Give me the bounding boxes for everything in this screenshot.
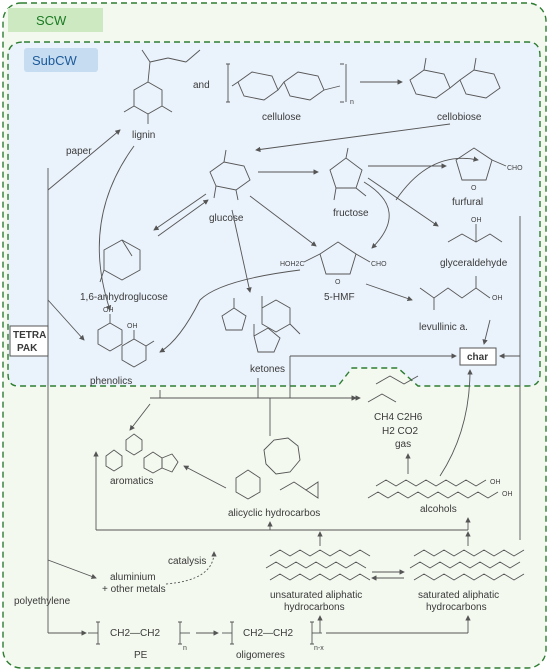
alcohols-structure: OH OH [367, 479, 513, 499]
pe-n: n [183, 645, 187, 652]
oligomeres-label: oligomeres [236, 650, 285, 661]
levulinic-oh: OH [492, 295, 503, 302]
unsat-label-2: hydrocarbons [284, 602, 345, 613]
phenol-oh-2: OH [127, 323, 138, 330]
char-box [459, 347, 497, 366]
ketones-structure [221, 296, 301, 353]
gas-structure [367, 375, 419, 403]
tetra-pak-line1: TETRA [13, 330, 46, 341]
and-label: and [193, 80, 210, 91]
subcw-tag-box [24, 48, 98, 72]
ketones-label: ketones [250, 364, 285, 375]
unsaturated-structure [265, 549, 371, 581]
hmf-label: 5-HMF [324, 292, 355, 303]
glyceraldehyde-structure: OH [447, 217, 503, 243]
reaction-arrows [47, 79, 521, 636]
cellobiose-structure [409, 57, 501, 99]
furfural-cho: CHO [507, 165, 523, 172]
hmf-cho: CHO [371, 261, 387, 268]
alicyclic-structure [235, 437, 319, 500]
subcw-tag: SubCW [32, 53, 78, 68]
pe-label: PE [134, 650, 148, 661]
cellobiose-label: cellobiose [437, 112, 482, 123]
sat-label-1: saturated aliphatic [418, 590, 499, 601]
gas-line2: H2 CO2 [382, 426, 419, 437]
furfural-structure: O CHO [455, 147, 523, 192]
oligomer-nx: n-x [314, 645, 324, 652]
sat-label-2: hydrocarbons [426, 602, 487, 613]
scw-tag: SCW [36, 13, 67, 28]
lignin-label: lignin [132, 130, 155, 141]
cellulose-n: n [350, 99, 354, 106]
aluminium-label-2: + other metals [102, 584, 166, 595]
gas-line1: CH4 C2H6 [374, 412, 423, 423]
saturated-structure [409, 549, 525, 581]
aromatics-structure [105, 433, 179, 474]
alcohol-oh-1: OH [490, 479, 501, 486]
catalysis-label: catalysis [168, 556, 206, 567]
alicyclic-label: alicyclic hydrocarbos [228, 508, 320, 519]
hmf-hoh2c: HOH2C [280, 261, 305, 268]
alcohol-oh-2: OH [502, 491, 513, 498]
scw-tag-box [8, 8, 103, 32]
glucose-label: glucose [209, 213, 244, 224]
fructose-structure [329, 147, 367, 201]
tetra-pak-line2: PAK [17, 343, 38, 354]
tetra-pak-box [9, 325, 49, 357]
glucose-structure [209, 149, 251, 201]
phenol-oh-1: OH [103, 307, 114, 314]
phenolics-label: phenolics [90, 376, 132, 387]
glyceraldehyde-oh: OH [471, 217, 482, 224]
glyceraldehyde-label: glyceraldehyde [440, 258, 508, 269]
lignin-structure [123, 49, 201, 124]
paper-label: paper [66, 146, 92, 157]
anhydroglucose-label: 1,6-anhydroglucose [80, 292, 168, 303]
aromatics-label: aromatics [110, 476, 153, 487]
alcohols-label: alcohols [420, 504, 457, 515]
cellulose-label: cellulose [262, 112, 301, 123]
char-label: char [467, 352, 488, 363]
hmf-structure: HOH2C CHO O [280, 241, 387, 286]
polyethylene-label: polyethylene [14, 596, 71, 607]
hmf-o: O [335, 279, 341, 286]
furfural-label: furfural [452, 197, 483, 208]
pe-structure [88, 621, 190, 645]
unsat-label-1: unsaturated aliphatic [270, 590, 362, 601]
oligomer-structure [222, 621, 322, 645]
cellulose-structure [226, 63, 347, 103]
pe-unit: CH2—CH2 [110, 628, 160, 639]
levullinic-label: levullinic a. [419, 322, 468, 333]
oligomer-unit: CH2—CH2 [243, 628, 293, 639]
furfural-o: O [471, 185, 477, 192]
gas-label: gas [395, 439, 411, 450]
aluminium-label-1: aluminium [110, 572, 156, 583]
fructose-label: fructose [333, 208, 369, 219]
levulinic-structure: OH [419, 276, 503, 310]
